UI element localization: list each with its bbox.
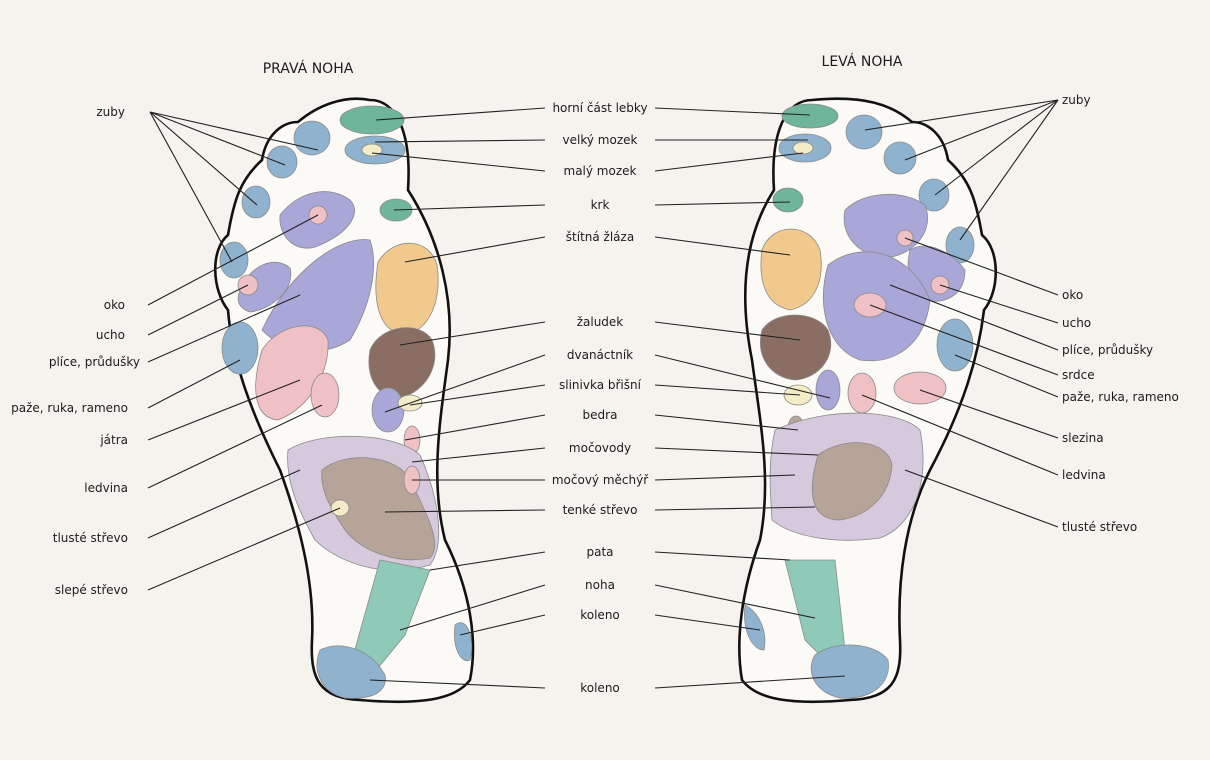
left-big-toe-zone: [782, 104, 838, 128]
label-left-arm: paže, ruka, rameno: [1062, 390, 1179, 404]
label-right-lungs: plíce, průdušky: [49, 355, 140, 369]
right-toe-2-zone: [294, 121, 330, 155]
label-right-kidney: ledvina: [84, 481, 128, 495]
label-left-eye: oko: [1062, 288, 1083, 302]
label-right-arm: paže, ruka, rameno: [11, 401, 128, 415]
label-duodenum: dvanáctník: [567, 348, 633, 362]
label-ureters: močovody: [569, 441, 631, 455]
label-right-colon: tlusté střevo: [53, 531, 128, 545]
label-left-colon: tlusté střevo: [1062, 520, 1137, 534]
right-foot-labels: zuby oko ucho plíce, průdušky paže, ruka…: [11, 105, 140, 597]
left-foot-labels: zuby oko ucho plíce, průdušky srdce paže…: [1062, 93, 1179, 534]
label-hips: bedra: [583, 408, 618, 422]
label-right-eye: oko: [104, 298, 125, 312]
right-foot: [215, 99, 473, 702]
left-toe-2-zone: [846, 115, 882, 149]
left-foot-title: LEVÁ NOHA: [822, 53, 903, 70]
label-right-appendix: slepé střevo: [55, 583, 128, 597]
left-neck-zone: [773, 188, 803, 212]
label-cerebellum: malý mozek: [564, 164, 637, 178]
label-thyroid: štítná žláza: [566, 230, 634, 244]
label-cerebrum: velký mozek: [563, 133, 638, 147]
right-toe-3-zone: [267, 146, 297, 178]
label-left-kidney: ledvina: [1062, 468, 1106, 482]
left-arm-zone: [937, 319, 973, 371]
label-pancreas: slinivka břišní: [559, 378, 642, 392]
label-leg: noha: [585, 578, 615, 592]
right-foot-title: PRAVÁ NOHA: [263, 60, 354, 77]
label-knee-upper: koleno: [580, 608, 620, 622]
left-foot: [739, 99, 995, 702]
left-duodenum-zone: [816, 370, 840, 410]
label-left-ear: ucho: [1062, 316, 1091, 330]
label-bladder: močový měchýř: [552, 473, 649, 487]
label-skull-top: horní část lebky: [552, 101, 647, 115]
right-toe-4-zone: [242, 186, 270, 218]
left-cerebellum-zone: [793, 142, 813, 154]
label-left-spleen: slezina: [1062, 431, 1104, 445]
right-kidney-zone: [311, 373, 339, 417]
label-right-liver: játra: [99, 433, 128, 447]
label-heel: pata: [586, 545, 613, 559]
label-left-teeth: zuby: [1062, 93, 1091, 107]
label-stomach: žaludek: [577, 315, 624, 329]
label-right-ear: ucho: [96, 328, 125, 342]
label-left-lungs: plíce, průdušky: [1062, 343, 1153, 357]
right-big-toe-zone: [340, 106, 404, 134]
center-labels: horní část lebky velký mozek malý mozek …: [552, 101, 649, 695]
label-small-intestine: tenké střevo: [563, 503, 638, 517]
label-neck: krk: [591, 198, 610, 212]
left-spleen-zone: [894, 372, 946, 404]
label-right-teeth: zuby: [96, 105, 125, 119]
label-left-heart: srdce: [1062, 368, 1095, 382]
label-knee-lower: koleno: [580, 681, 620, 695]
left-kidney-zone: [848, 373, 876, 413]
right-duodenum-zone: [372, 388, 404, 432]
